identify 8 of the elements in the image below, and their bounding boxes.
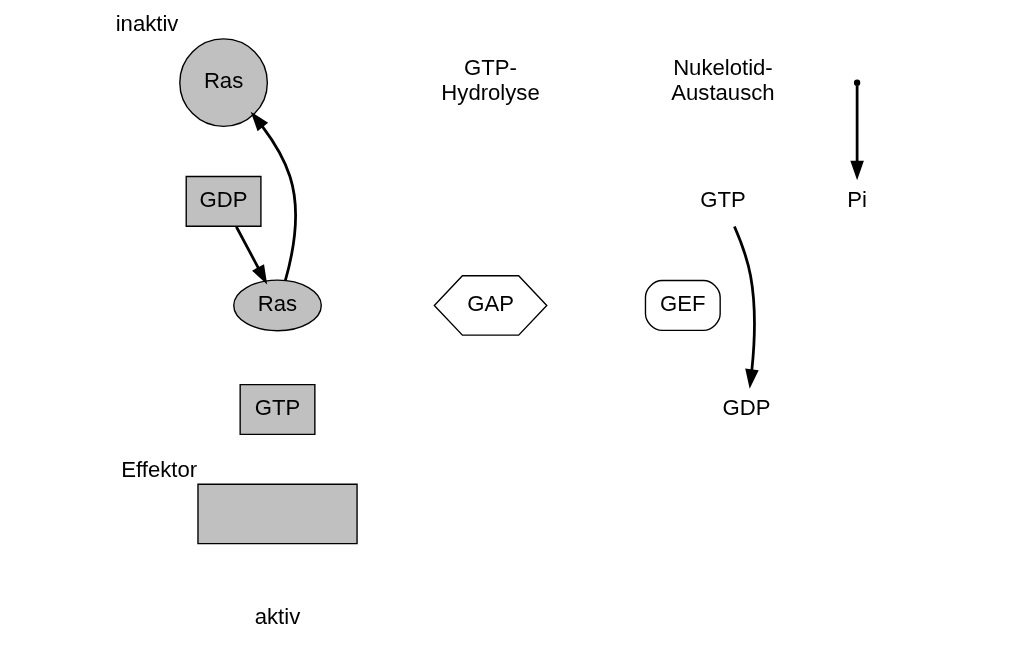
label: aktiv bbox=[254, 603, 301, 629]
label: Nukelotid- Austausch bbox=[671, 55, 775, 106]
node-text: GDP bbox=[722, 394, 771, 420]
label: GTP- Hydrolyse bbox=[441, 55, 540, 106]
node-text: Pi bbox=[847, 186, 867, 212]
node-label: inaktiv bbox=[115, 11, 179, 37]
node-label: Effektor bbox=[121, 457, 198, 482]
node-text: GTP bbox=[700, 186, 746, 212]
